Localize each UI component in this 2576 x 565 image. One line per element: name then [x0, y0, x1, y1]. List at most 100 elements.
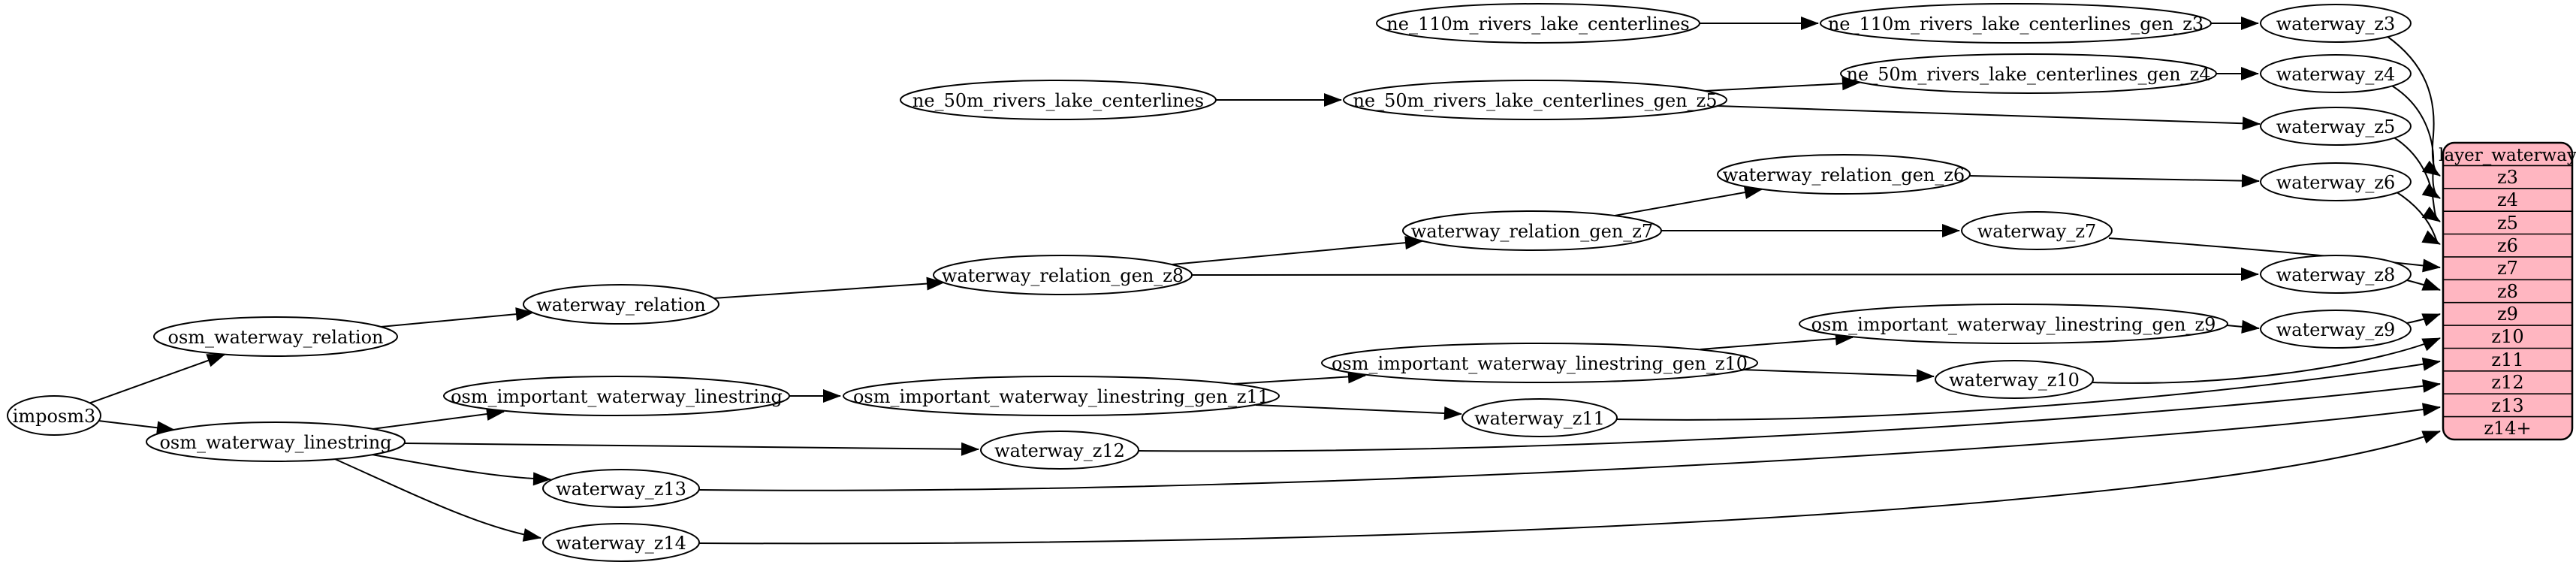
node-waterway_z8-label: waterway_z8 — [2276, 264, 2396, 286]
node-imposm3-label: imposm3 — [13, 406, 96, 427]
edge-waterway_relation_gen_z8-waterway_z8 — [1191, 267, 2259, 282]
node-osm_important_waterway_linestring-label: osm_important_waterway_linestring — [451, 386, 783, 407]
node-osm_waterway_relation: osm_waterway_relation — [153, 316, 398, 357]
node-waterway_relation_gen_z7-shape — [1402, 210, 1662, 251]
edge-waterway_z7-layer_waterway-z7 — [2108, 237, 2441, 273]
node-osm_waterway_linestring: osm_waterway_linestring — [146, 421, 406, 462]
node-waterway_z11-shape — [1461, 398, 1618, 437]
node-waterway_z6: waterway_z6 — [2260, 162, 2412, 201]
edge-waterway_z5-layer_waterway-z5 — [2392, 136, 2441, 222]
nodes-layer: imposm3 osm_waterway_relation osm_waterw… — [7, 3, 2412, 562]
node-waterway_relation_gen_z8-label: waterway_relation_gen_z8 — [942, 265, 1184, 286]
table-layer_waterway: layer_waterway z3 z4 z5 z6 z7 z8 z9 z10 … — [2439, 141, 2576, 441]
node-imposm3: imposm3 — [7, 395, 101, 436]
table-row-z9: z9 — [2497, 304, 2518, 325]
node-ne_50m_rivers_lake_centerlines: ne_50m_rivers_lake_centerlines — [900, 80, 1217, 120]
edges-layer — [88, 17, 2441, 545]
node-ne_50m_rivers_lake_centerlines_gen_z4-label: ne_50m_rivers_lake_centerlines_gen_z4 — [1846, 64, 2210, 85]
edge-osm_important_waterway_linestring_gen_z10-osm_important_waterway_linestring_gen_z9 — [1700, 331, 1854, 350]
node-waterway_z4-label: waterway_z4 — [2276, 64, 2396, 85]
node-waterway_z3: waterway_z3 — [2260, 4, 2412, 43]
node-ne_50m_rivers_lake_centerlines_gen_z4: ne_50m_rivers_lake_centerlines_gen_z4 — [1840, 53, 2217, 94]
edge-waterway_relation_gen_z8-waterway_relation_gen_z7 — [1172, 236, 1423, 265]
node-ne_50m_rivers_lake_centerlines_gen_z4-shape — [1840, 53, 2217, 94]
node-osm_important_waterway_linestring_gen_z9-label: osm_important_waterway_linestring_gen_z9 — [1811, 314, 2216, 335]
node-waterway_z14: waterway_z14 — [542, 523, 700, 562]
table-row-z5: z5 — [2497, 213, 2518, 234]
node-ne_110m_rivers_lake_centerlines: ne_110m_rivers_lake_centerlines — [1376, 3, 1700, 44]
node-waterway_z5-label: waterway_z5 — [2276, 116, 2396, 137]
table-row-z13: z13 — [2491, 395, 2523, 416]
node-waterway_z4-shape — [2260, 54, 2412, 93]
edge-waterway_z3-layer_waterway-z3 — [2386, 35, 2441, 177]
edge-waterway_z6-layer_waterway-z6 — [2395, 191, 2441, 245]
node-waterway_z14-shape — [542, 523, 700, 562]
node-osm_important_waterway_linestring: osm_important_waterway_linestring — [443, 376, 790, 416]
table-row-z7: z7 — [2497, 258, 2518, 279]
node-waterway_z12: waterway_z12 — [980, 431, 1139, 470]
node-waterway_z10-shape — [1935, 360, 2094, 399]
table-row-z12: z12 — [2491, 372, 2523, 393]
edge-osm_important_waterway_linestring_gen_z11-waterway_z11 — [1255, 404, 1462, 420]
table-row-z10: z10 — [2491, 326, 2523, 347]
node-waterway_relation_gen_z6-shape — [1717, 154, 1971, 195]
table-row-z8: z8 — [2497, 281, 2518, 302]
node-waterway_z12-shape — [980, 431, 1139, 470]
node-ne_110m_rivers_lake_centerlines-label: ne_110m_rivers_lake_centerlines — [1386, 14, 1689, 35]
node-ne_110m_rivers_lake_centerlines_gen_z3-shape — [1820, 3, 2212, 44]
node-ne_110m_rivers_lake_centerlines_gen_z3-label: ne_110m_rivers_lake_centerlines_gen_z3 — [1828, 14, 2203, 35]
node-waterway_z10-label: waterway_z10 — [1949, 370, 2080, 391]
node-waterway_z14-label: waterway_z14 — [556, 533, 686, 554]
node-osm_waterway_linestring-label: osm_waterway_linestring — [159, 432, 391, 453]
node-osm_important_waterway_linestring_gen_z11-shape — [843, 376, 1280, 416]
node-waterway_z7-label: waterway_z7 — [1977, 221, 2097, 242]
edge-waterway_relation_gen_z7-waterway_relation_gen_z6 — [1614, 186, 1763, 216]
node-ne_110m_rivers_lake_centerlines-shape — [1376, 3, 1700, 44]
node-osm_important_waterway_linestring_gen_z10-label: osm_important_waterway_linestring_gen_z1… — [1332, 353, 1748, 374]
edge-osm_important_waterway_linestring_gen_z11-osm_important_waterway_linestring_gen_z10 — [1233, 370, 1366, 385]
node-ne_50m_rivers_lake_centerlines-label: ne_50m_rivers_lake_centerlines — [912, 90, 1204, 111]
edge-waterway_relation_gen_z6-waterway_z6 — [1968, 174, 2260, 188]
node-ne_50m_rivers_lake_centerlines_gen_z5-label: ne_50m_rivers_lake_centerlines_gen_z5 — [1353, 90, 1717, 111]
edge-osm_waterway_linestring-waterway_z12 — [404, 442, 979, 456]
edge-waterway_z11-layer_waterway-z11 — [1616, 357, 2441, 421]
node-waterway_relation_gen_z6: waterway_relation_gen_z6 — [1717, 154, 1971, 195]
node-waterway_z12-label: waterway_z12 — [994, 440, 1125, 461]
node-osm_important_waterway_linestring_gen_z9-shape — [1799, 304, 2228, 344]
node-waterway_relation: waterway_relation — [523, 284, 719, 325]
node-waterway_z5: waterway_z5 — [2260, 107, 2412, 146]
table-row-z14plus: z14+ — [2484, 418, 2531, 439]
node-osm_waterway_relation-shape — [153, 316, 398, 357]
table-layer_waterway-box — [2442, 141, 2574, 441]
edge-waterway_z13-layer_waterway-z13 — [698, 403, 2441, 491]
node-waterway_relation-label: waterway_relation — [536, 295, 705, 316]
node-osm_important_waterway_linestring_gen_z10: osm_important_waterway_linestring_gen_z1… — [1321, 343, 1758, 383]
node-waterway_z6-label: waterway_z6 — [2276, 172, 2396, 193]
edge-waterway_z14-layer_waterway-z14plus — [698, 431, 2441, 545]
edge-osm_waterway_linestring-osm_important_waterway_linestring — [372, 407, 505, 430]
node-ne_50m_rivers_lake_centerlines-shape — [900, 80, 1217, 120]
node-ne_110m_rivers_lake_centerlines_gen_z3: ne_110m_rivers_lake_centerlines_gen_z3 — [1820, 3, 2212, 44]
table-row-z4: z4 — [2497, 189, 2518, 210]
edge-osm_waterway_linestring-waterway_z14 — [334, 458, 541, 542]
node-waterway_z9-label: waterway_z9 — [2276, 319, 2396, 340]
node-osm_waterway_relation-label: osm_waterway_relation — [168, 327, 384, 348]
edge-osm_waterway_relation-waterway_relation — [380, 307, 534, 328]
table-layer_waterway-title: layer_waterway — [2439, 146, 2576, 165]
edge-waterway_z8-layer_waterway-z8 — [2406, 277, 2441, 291]
node-waterway_z8: waterway_z8 — [2260, 255, 2412, 294]
edge-imposm3-osm_waterway_linestring — [98, 420, 175, 435]
node-osm_important_waterway_linestring_gen_z11-label: osm_important_waterway_linestring_gen_z1… — [853, 386, 1269, 407]
node-waterway_relation_gen_z8-shape — [933, 255, 1193, 295]
edge-waterway_z4-layer_waterway-z4 — [2390, 84, 2441, 199]
node-osm_important_waterway_linestring_gen_z10-shape — [1321, 343, 1758, 383]
node-waterway_z6-shape — [2260, 162, 2412, 201]
node-ne_50m_rivers_lake_centerlines_gen_z5: ne_50m_rivers_lake_centerlines_gen_z5 — [1343, 80, 1727, 120]
edge-ne_50m_rivers_lake_centerlines_gen_z5-ne_50m_rivers_lake_centerlines_gen_z4 — [1704, 77, 1860, 92]
node-waterway_z4: waterway_z4 — [2260, 54, 2412, 93]
node-waterway_z9-shape — [2260, 310, 2412, 349]
node-osm_important_waterway_linestring_gen_z9: osm_important_waterway_linestring_gen_z9 — [1799, 304, 2228, 344]
node-waterway_z8-shape — [2260, 255, 2412, 294]
edge-imposm3-osm_waterway_relation — [88, 354, 225, 404]
